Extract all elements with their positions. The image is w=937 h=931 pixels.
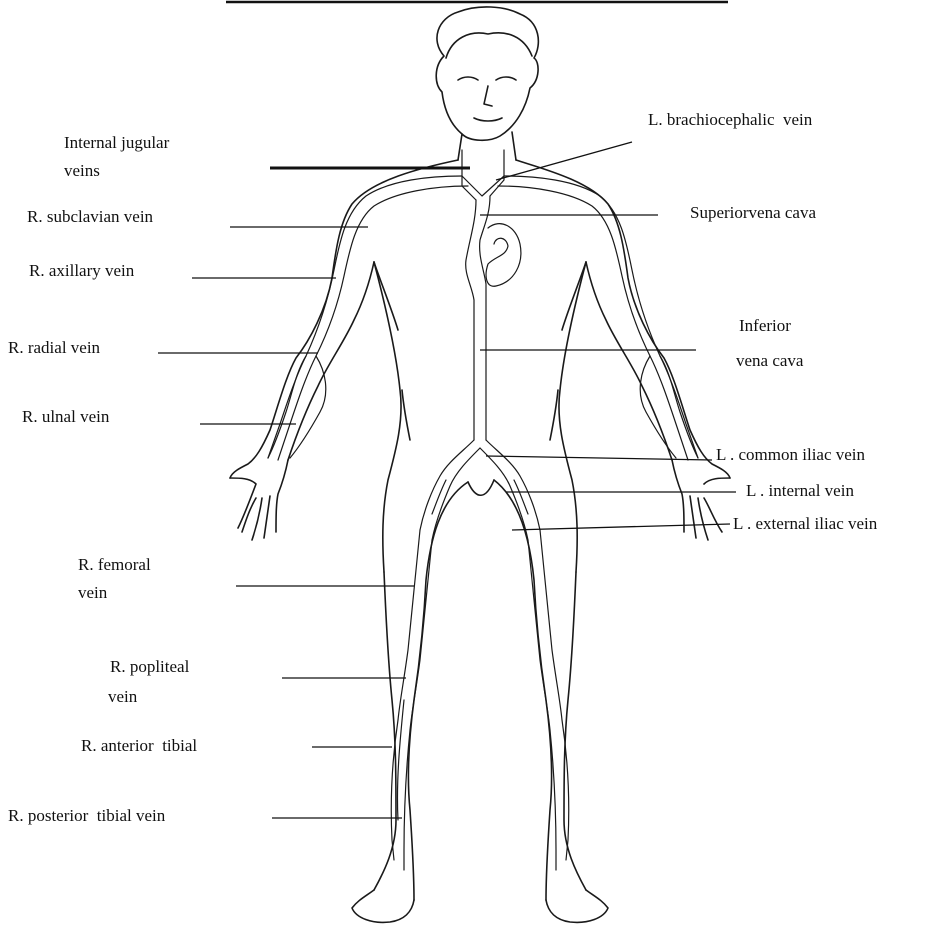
left-inner-arm: [586, 262, 672, 460]
leader-l-common-iliac: [486, 456, 712, 460]
neck-outline-right: [512, 132, 516, 160]
hair-line: [446, 33, 532, 58]
heart-outline: [486, 224, 521, 287]
label-superior-vena-cava: Superiorvena cava: [690, 203, 816, 222]
left-flank: [559, 262, 586, 572]
leader-lines: [158, 142, 736, 818]
leader-l-external-iliac: [512, 524, 730, 530]
right-inner-arm: [288, 262, 374, 460]
left-foot: [546, 890, 608, 922]
left-abdomen-line: [550, 390, 558, 440]
label-l-external-iliac: L . external iliac vein: [733, 514, 878, 533]
right-hand: [230, 460, 288, 540]
r-common-iliac-outer: [420, 440, 474, 530]
label-r-popliteal-line2: vein: [108, 687, 138, 706]
l-subclavian-inner: [498, 186, 688, 460]
label-l-common-iliac: L . common iliac vein: [716, 445, 866, 464]
body-outline: [230, 7, 730, 922]
jugular-vein-left-edge: [462, 150, 476, 200]
leader-l-brachiocephalic: [496, 142, 632, 180]
right-leg-inner: [408, 482, 468, 900]
crotch: [468, 480, 494, 495]
label-r-radial: R. radial vein: [8, 338, 101, 357]
right-foot: [352, 890, 414, 922]
label-r-femoral-line1: R. femoral: [78, 555, 151, 574]
label-r-femoral-line2: vein: [78, 583, 108, 602]
right-torso-outline: [230, 160, 458, 478]
label-l-brachiocephalic: L. brachiocephalic vein: [648, 110, 813, 129]
jugular-vein-right-edge: [490, 150, 504, 196]
l-subclavian-outer: [504, 176, 698, 458]
superior-vena-cava-inner: [480, 196, 490, 440]
l-femoral-inner: [528, 540, 550, 730]
label-r-subclavian: R. subclavian vein: [27, 207, 154, 226]
labels: Internal jugular veins R. subclavian vei…: [8, 110, 878, 825]
label-r-axillary: R. axillary vein: [29, 261, 135, 280]
label-internal-jugular-line2: veins: [64, 161, 100, 180]
r-subclavian-outer: [268, 176, 462, 458]
superior-vena-cava: [466, 200, 476, 440]
label-inferior-vena-cava-line1: Inferior: [739, 316, 791, 335]
left-eye: [458, 77, 478, 80]
label-l-internal: L . internal vein: [746, 481, 854, 500]
label-inferior-vena-cava-line2: vena cava: [736, 351, 804, 370]
veins: [268, 150, 698, 870]
right-flank: [374, 262, 401, 572]
r-femoral-outer: [398, 530, 420, 720]
label-r-ulnal: R. ulnal vein: [22, 407, 110, 426]
right-abdomen-line: [402, 390, 410, 440]
label-r-anterior-tibial: R. anterior tibial: [81, 736, 197, 755]
label-r-posterior-tibial: R. posterior tibial vein: [8, 806, 166, 825]
left-hand: [672, 460, 730, 540]
left-leg-inner: [494, 480, 552, 900]
left-chest-line: [562, 262, 586, 330]
label-r-popliteal-line1: R. popliteal: [110, 657, 190, 676]
mouth: [474, 118, 502, 121]
l-femoral-outer: [540, 530, 562, 720]
l-common-iliac-outer: [486, 440, 540, 530]
label-internal-jugular-line1: Internal jugular: [64, 133, 170, 152]
right-chest-line: [374, 262, 398, 330]
nose: [484, 86, 492, 106]
r-femoral-inner: [410, 540, 432, 730]
right-eye: [496, 77, 516, 80]
